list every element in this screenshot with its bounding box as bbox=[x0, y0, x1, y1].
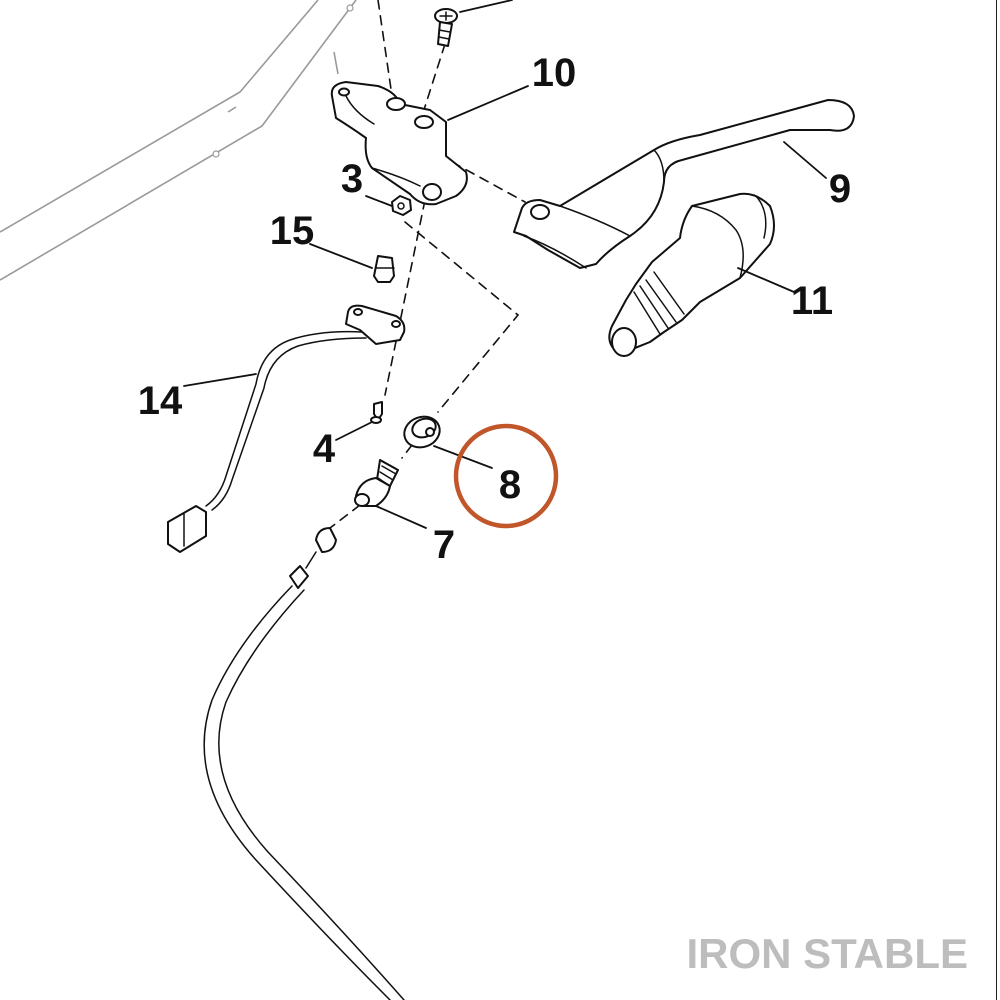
assembly-lines bbox=[329, 0, 526, 529]
plug-part-15 bbox=[373, 255, 395, 283]
callout-15: 15 bbox=[270, 209, 315, 253]
callout-8: 8 bbox=[499, 463, 521, 507]
clutch-lever-part-9 bbox=[513, 99, 855, 269]
lever-bracket-part-10 bbox=[330, 81, 468, 206]
grip-part-11 bbox=[608, 192, 775, 357]
adjuster-wheel-part-8 bbox=[403, 415, 441, 449]
callout-7: 7 bbox=[433, 523, 455, 567]
watermark-text: IRON STABLE bbox=[686, 930, 968, 977]
cable-adjuster-part-7 bbox=[354, 459, 399, 507]
handlebar-frame bbox=[0, 0, 357, 281]
callout-9: 9 bbox=[829, 167, 851, 211]
callout-leader-lines bbox=[183, 0, 827, 529]
screw-part-4 bbox=[370, 401, 383, 424]
clutch-cable bbox=[203, 527, 405, 1000]
callout-11: 11 bbox=[791, 279, 833, 323]
callout-14: 14 bbox=[138, 379, 183, 423]
callout-4: 4 bbox=[313, 427, 336, 471]
highlight-ring-callout-8 bbox=[453, 423, 559, 529]
nut-part-3 bbox=[391, 195, 412, 216]
screw-top bbox=[434, 8, 458, 47]
callout-10: 10 bbox=[532, 51, 577, 95]
callout-3: 3 bbox=[341, 157, 363, 201]
switch-part-14 bbox=[167, 304, 406, 553]
